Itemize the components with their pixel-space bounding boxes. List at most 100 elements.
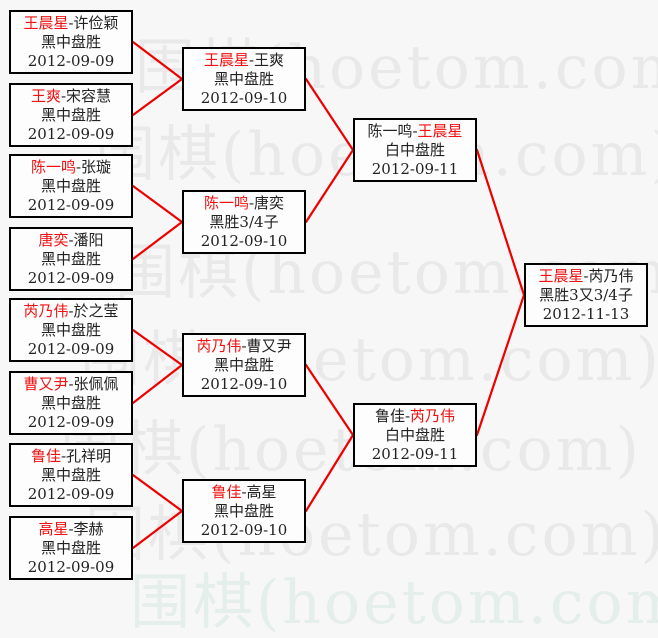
player-name-2: 孔祥明 xyxy=(66,447,112,465)
match-result: 黑中盘胜 xyxy=(40,177,101,195)
match-date: 2012-09-09 xyxy=(27,196,115,214)
match-date: 2012-09-09 xyxy=(27,125,115,143)
match-result: 黑中盘胜 xyxy=(40,466,101,484)
player-name-1: 唐奕 xyxy=(38,231,69,249)
match-players: 陈一鸣-张璇 xyxy=(11,158,131,177)
match-result: 白中盘胜 xyxy=(384,141,445,159)
match-date: 2012-09-10 xyxy=(200,375,288,393)
match-separator: - xyxy=(75,158,82,176)
connector-line xyxy=(131,220,184,261)
match-players: 王爽-宋容慧 xyxy=(11,87,131,106)
player-name-1: 王爽 xyxy=(30,87,61,105)
player-name-1: 王晨星 xyxy=(23,14,69,32)
match-players: 王晨星-王爽 xyxy=(184,51,304,70)
match-result: 黑中盘胜 xyxy=(40,33,101,51)
match-date: 2012-09-09 xyxy=(27,413,115,431)
player-name-2: 曹又尹 xyxy=(246,337,292,355)
match-players: 芮乃伟-曹又尹 xyxy=(184,337,304,356)
match-separator: - xyxy=(68,231,74,249)
player-name-1: 曹又尹 xyxy=(23,375,69,393)
match-result: 黑中盘胜 xyxy=(40,394,101,412)
connector-line xyxy=(131,473,184,513)
player-name-2: 潘阳 xyxy=(73,231,104,249)
match-result: 黑中盘胜 xyxy=(213,70,274,88)
connector-line xyxy=(304,363,355,437)
player-name-1: 鲁佳 xyxy=(211,483,242,501)
match-date: 2012-09-09 xyxy=(27,485,115,503)
match-result: 黑中盘胜 xyxy=(213,356,274,374)
player-name-1: 陈一鸣 xyxy=(30,158,76,176)
match-date: 2012-09-09 xyxy=(27,558,115,576)
player-name-2: 张璇 xyxy=(81,158,112,176)
player-name-2: 高星 xyxy=(246,483,277,501)
match-players: 唐奕-潘阳 xyxy=(11,231,131,250)
player-name-2: 王晨星 xyxy=(417,122,463,140)
player-name-1: 陈一鸣 xyxy=(367,122,413,140)
match-result: 黑中盘胜 xyxy=(213,502,274,520)
match-players: 高星-李赫 xyxy=(11,520,131,539)
player-name-1: 陈一鸣 xyxy=(203,194,249,212)
match-date: 2012-09-11 xyxy=(371,445,459,463)
match-date: 2012-09-09 xyxy=(27,52,115,70)
player-name-2: 李赫 xyxy=(73,520,104,538)
match-players: 王晨星-芮乃伟 xyxy=(526,267,646,286)
connector-line xyxy=(304,433,355,513)
match-separator: - xyxy=(60,447,67,465)
match-separator: - xyxy=(241,337,247,355)
player-name-2: 王爽 xyxy=(254,51,285,69)
connector-line xyxy=(304,148,355,224)
player-name-1: 高星 xyxy=(38,520,69,538)
match-players: 陈一鸣-唐奕 xyxy=(184,194,304,213)
match-date: 2012-11-13 xyxy=(542,305,630,323)
player-name-1: 芮乃伟 xyxy=(196,337,242,355)
player-name-2: 芮乃伟 xyxy=(410,407,456,425)
player-name-2: 宋容慧 xyxy=(66,87,112,105)
match-result: 黑中盘胜 xyxy=(40,539,101,557)
match-separator: - xyxy=(404,407,411,425)
connector-line xyxy=(304,77,355,152)
connector-line xyxy=(131,328,184,367)
match-result: 白中盘胜 xyxy=(384,426,445,444)
match-players: 陈一鸣-王晨星 xyxy=(355,122,475,141)
match-players: 芮乃伟-於之莹 xyxy=(11,302,131,321)
player-name-1: 鲁佳 xyxy=(374,407,405,425)
player-name-2: 唐奕 xyxy=(254,194,285,212)
player-name-2: 许俭颖 xyxy=(73,14,119,32)
match-players: 鲁佳-芮乃伟 xyxy=(355,407,475,426)
match-result: 黑中盘胜 xyxy=(40,106,101,124)
player-name-1: 鲁佳 xyxy=(30,447,61,465)
match-separator: - xyxy=(68,14,74,32)
connector-line xyxy=(131,40,184,81)
match-date: 2012-09-11 xyxy=(371,160,459,178)
match-separator: - xyxy=(68,375,74,393)
player-name-1: 王晨星 xyxy=(203,51,249,69)
match-players: 王晨星-许俭颖 xyxy=(11,14,131,33)
connector-line xyxy=(131,363,184,405)
match-players: 曹又尹-张佩佩 xyxy=(11,375,131,394)
match-separator: - xyxy=(68,302,74,320)
connector-line xyxy=(475,293,526,437)
player-name-2: 张佩佩 xyxy=(73,375,119,393)
tournament-bracket: 围棋(hoetom.com)围棋(hoetom.com)围棋(hoetom.co… xyxy=(9,10,658,633)
match-result: 黑中盘胜 xyxy=(40,250,101,268)
bracket-connector-lines xyxy=(131,40,526,550)
match-date: 2012-09-10 xyxy=(200,521,288,539)
match-date: 2012-09-10 xyxy=(200,232,288,250)
match-separator: - xyxy=(412,122,418,140)
match-separator: - xyxy=(60,87,67,105)
match-result: 黑胜3/4子 xyxy=(209,213,279,231)
match-separator: - xyxy=(68,520,74,538)
